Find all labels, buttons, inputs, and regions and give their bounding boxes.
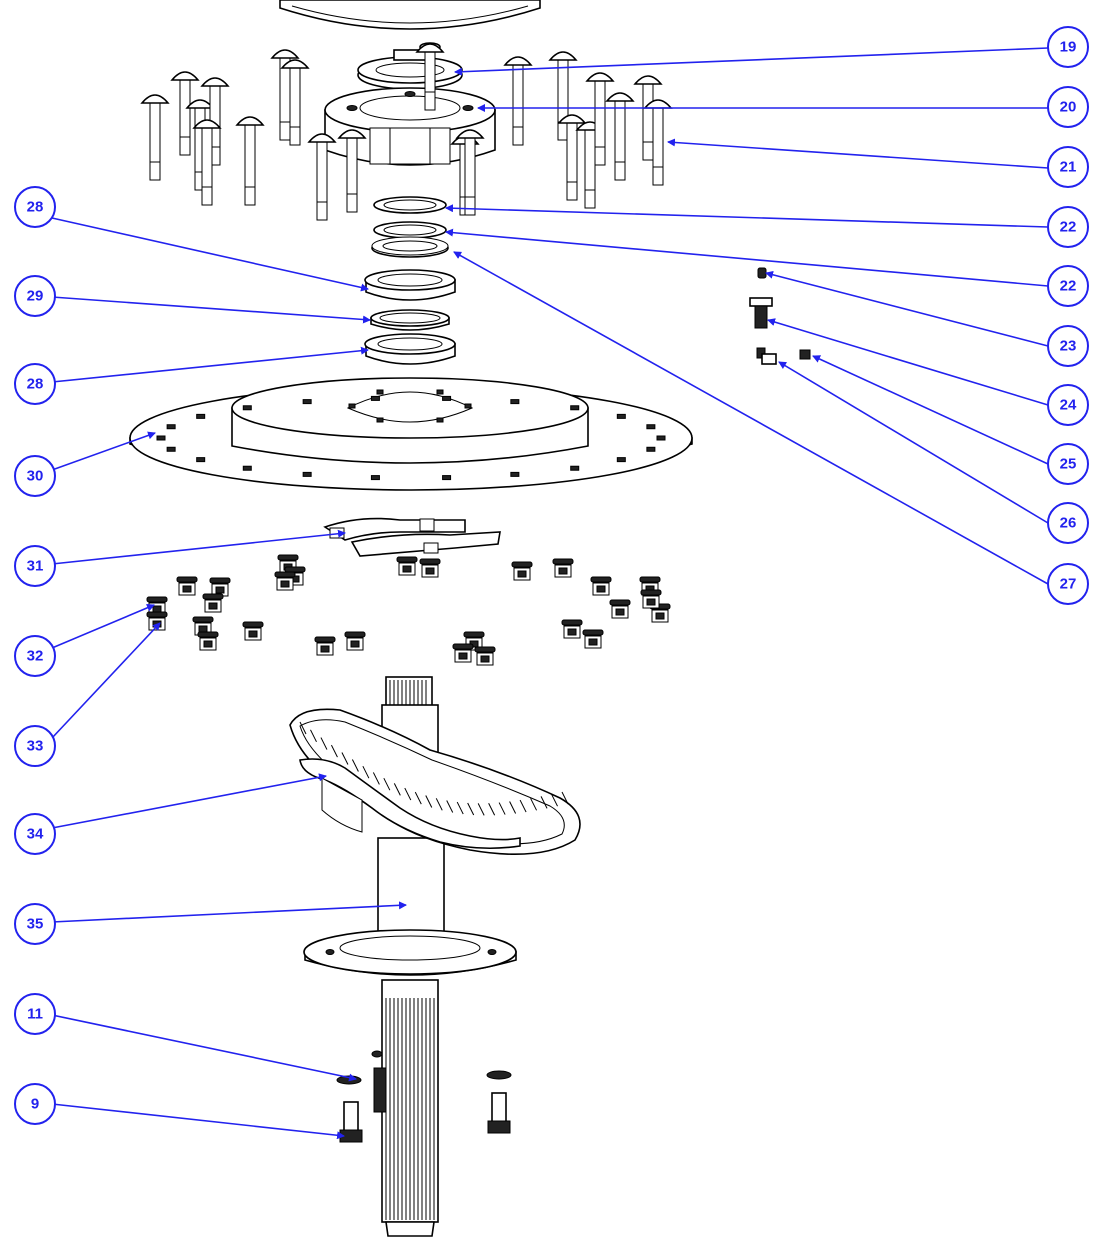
callout-balloons: 19 20 21 22 22 23 24 25 26 27 28 29 28 3… [14,26,1089,1125]
nut [640,589,662,609]
balloon-28-upper: 28 [14,186,56,228]
balloon-28-lower: 28 [14,363,56,405]
part-21-long-bolts [140,43,673,221]
nut [242,621,264,641]
nut [176,576,198,596]
svg-text:31: 31 [27,558,44,575]
svg-text:34: 34 [27,826,44,843]
part-31-brackets [323,517,501,557]
svg-text:25: 25 [1060,456,1077,473]
svg-text:28: 28 [27,199,44,216]
part-29-spacer [370,309,450,331]
nut [511,561,533,581]
long-bolt [605,92,635,181]
balloon-33: 33 [14,725,56,767]
svg-text:27: 27 [1060,576,1077,593]
long-bolt [643,99,673,186]
nut [609,599,631,619]
svg-text:23: 23 [1060,338,1077,355]
balloon-22-lower: 22 [1047,265,1089,307]
nut [452,643,474,663]
nut [202,593,224,613]
nut [396,556,418,576]
nut [209,577,231,597]
balloon-32: 32 [14,635,56,677]
part-24-bolt [749,297,773,329]
nut [314,636,336,656]
part-30-disc-plate [129,377,693,491]
parts-drawing [129,0,811,1237]
part-26-fitting [756,347,777,365]
svg-text:29: 29 [27,288,44,305]
part-34-handle-grip [289,708,581,856]
part-19-bearing-ring [357,42,463,90]
nut [419,558,441,578]
svg-text:11: 11 [27,1006,43,1023]
part-32-33-nuts [146,554,671,666]
svg-text:32: 32 [27,648,44,665]
balloon-27: 27 [1047,563,1089,605]
part-22-washers [373,196,447,239]
nut [582,629,604,649]
leader-lines [51,47,1049,1140]
svg-text:24: 24 [1060,397,1077,414]
svg-text:35: 35 [27,916,44,933]
part-28-bearing-lower [364,333,456,365]
long-bolt [170,71,200,156]
part-25-nut [799,349,811,360]
svg-text:19: 19 [1060,39,1077,56]
svg-text:30: 30 [27,468,44,485]
long-bolt [548,51,578,141]
nut [561,619,583,639]
long-bolt [337,129,367,213]
top-gear-part [279,0,541,30]
disc-bolt-holes [156,389,666,481]
balloon-25: 25 [1047,443,1089,485]
long-bolt [503,56,533,146]
svg-text:22: 22 [1060,278,1077,295]
long-bolt [192,119,222,206]
nut [274,571,296,591]
balloon-19: 19 [1047,26,1089,68]
long-bolt [307,133,337,221]
part-35-shaft [303,676,517,1237]
svg-text:22: 22 [1060,219,1077,236]
long-bolt [415,43,445,111]
long-bolt [140,94,170,181]
nut [474,646,496,666]
part-28-bearing-upper [364,269,456,301]
long-bolt [270,49,300,141]
part-27-ring [371,236,449,258]
long-bolt [280,59,310,146]
balloon-34: 34 [14,813,56,855]
balloon-24: 24 [1047,384,1089,426]
part-23-small-screw [757,267,767,279]
part-9-bolts [339,1067,511,1143]
long-bolt [585,72,615,166]
svg-text:21: 21 [1060,159,1077,176]
svg-text:9: 9 [31,1096,39,1113]
svg-text:28: 28 [27,376,44,393]
balloon-21: 21 [1047,146,1089,188]
balloon-35: 35 [14,903,56,945]
balloon-22-upper: 22 [1047,206,1089,248]
balloon-20: 20 [1047,86,1089,128]
balloon-29: 29 [14,275,56,317]
nut [197,631,219,651]
svg-text:33: 33 [27,738,44,755]
nut [344,631,366,651]
balloon-11: 11 [14,993,56,1035]
balloon-30: 30 [14,455,56,497]
balloon-23: 23 [1047,325,1089,367]
balloon-9: 9 [14,1083,56,1125]
balloon-31: 31 [14,545,56,587]
svg-text:26: 26 [1060,515,1077,532]
long-bolt [235,116,265,206]
svg-text:20: 20 [1060,99,1077,116]
nut [552,558,574,578]
balloon-26: 26 [1047,502,1089,544]
nut [590,576,612,596]
long-bolt [455,129,485,216]
